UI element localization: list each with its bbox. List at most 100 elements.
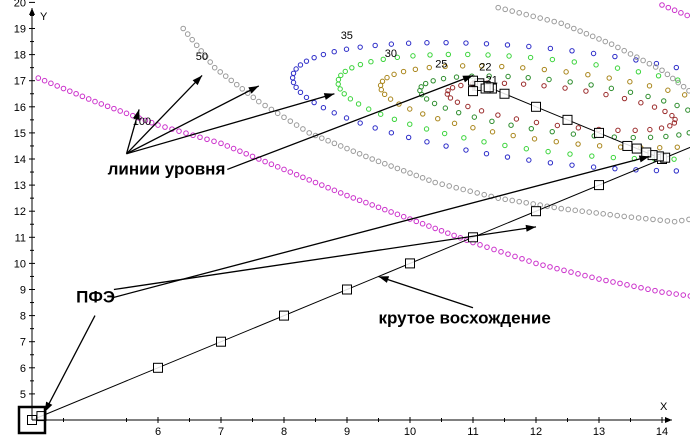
contour-25-point <box>420 111 426 117</box>
contour-30-point <box>380 56 386 62</box>
level-line-100-point <box>249 153 256 160</box>
contour-25-point <box>459 63 466 69</box>
annotation-arrowhead <box>192 75 203 86</box>
level-line-50-point <box>382 160 388 167</box>
level-line-50-point <box>375 158 382 165</box>
y-tick-label: 11 <box>15 232 26 244</box>
level-line-100-point <box>680 292 687 298</box>
contour-35-point <box>424 139 430 145</box>
level-line-50-point <box>446 183 453 189</box>
level-line-50-point <box>650 216 656 223</box>
contour-22-point <box>567 79 573 85</box>
contour-25-point <box>377 82 384 89</box>
level-line-100-point <box>617 280 623 287</box>
contour-35-point <box>293 84 299 91</box>
level-line-50-point <box>306 130 313 136</box>
level-line-100-point <box>671 7 678 14</box>
contour-35-point <box>547 45 554 52</box>
level-line-50-point <box>670 75 676 82</box>
level-line-50-point <box>643 215 649 222</box>
level-line-100-point <box>413 218 420 225</box>
level-line-100-point <box>142 117 149 124</box>
level-line-100-point <box>603 277 609 284</box>
y-tick-label: 9 <box>20 285 26 297</box>
contour-35-point <box>293 66 299 72</box>
level-line-100-point <box>484 244 490 250</box>
level-line-50-point <box>602 38 609 45</box>
contour-21-point <box>583 88 589 94</box>
annotation-arrowhead <box>378 276 390 283</box>
contour-22-point <box>525 74 531 81</box>
level-line-100-point <box>673 291 679 297</box>
annotation-arrow <box>126 75 203 155</box>
contour-35-point <box>311 54 317 61</box>
level-line-100-point <box>554 265 560 272</box>
contour-30-point <box>610 154 617 161</box>
level-line-100-point <box>687 293 690 299</box>
level-line-50-point <box>453 184 460 191</box>
contour-25-point <box>407 106 413 112</box>
contour-35-point <box>463 147 469 153</box>
contour-35-point <box>388 130 395 136</box>
level-line-50-point <box>628 214 635 220</box>
level-line-50-point <box>250 94 257 101</box>
annotation-arrow <box>378 275 474 309</box>
ascent-marker <box>562 114 573 125</box>
contour-22-point <box>588 82 594 88</box>
contour-22-point <box>422 80 429 87</box>
level-line-50-point <box>217 69 224 75</box>
level-line-50-point <box>664 218 671 224</box>
level-line-50-point <box>502 6 509 13</box>
contour-30-point <box>441 130 448 137</box>
contour-22-point <box>549 128 555 135</box>
x-axis-arrow <box>665 417 672 423</box>
level-line-50-point <box>193 42 200 49</box>
contour-21-point <box>465 103 471 110</box>
contour-25-point <box>442 63 448 70</box>
level-line-50-point <box>551 18 558 25</box>
contour-30-point <box>349 65 355 71</box>
contour-30-point <box>342 68 348 75</box>
contour-30-point <box>410 53 416 59</box>
level-line-100-point <box>631 283 637 290</box>
contour-35-point <box>424 40 430 46</box>
level-line-50-point <box>207 59 213 65</box>
level-line-100-point <box>512 253 518 260</box>
contour-30-point <box>671 156 677 162</box>
contour-25-point <box>387 96 394 102</box>
contour-35-point <box>504 154 511 160</box>
level-line-100-point <box>575 271 581 277</box>
level-line-100-point <box>243 150 249 157</box>
contour-30-point <box>357 61 364 68</box>
contour-35-point <box>372 125 378 131</box>
level-line-50-point <box>262 102 268 109</box>
level-line-50-point <box>621 47 628 54</box>
level-line-50-point <box>627 51 634 57</box>
level-line-100-point <box>498 249 504 255</box>
contour-25-point <box>489 129 496 135</box>
annotation-text: крутое восхождение <box>379 308 551 327</box>
contour-22-point <box>505 73 511 80</box>
level-line-100-point <box>117 108 123 114</box>
contour-35-point <box>590 50 597 57</box>
contour-25-point <box>451 120 458 127</box>
contour-30-point <box>394 54 401 61</box>
level-line-50-point <box>530 13 537 20</box>
level-line-100-point <box>678 10 684 16</box>
contour-35-point <box>653 167 660 174</box>
contour-25-point <box>541 66 548 73</box>
contour-35-point <box>388 41 395 47</box>
level-line-50-point <box>488 193 495 200</box>
contour-22-point <box>486 73 492 79</box>
contour-25-point <box>585 72 591 78</box>
contour-35-point <box>443 39 449 46</box>
contour-35-point <box>673 64 680 71</box>
level-line-100-point <box>375 204 382 211</box>
contour-22-point <box>685 107 690 113</box>
contour-21-point <box>621 95 628 102</box>
contour-25-point <box>531 136 538 142</box>
contour-21-point <box>662 108 668 115</box>
contour-25-point <box>596 143 603 149</box>
level-line-100-point <box>666 290 672 296</box>
contour-30-point <box>465 51 471 58</box>
